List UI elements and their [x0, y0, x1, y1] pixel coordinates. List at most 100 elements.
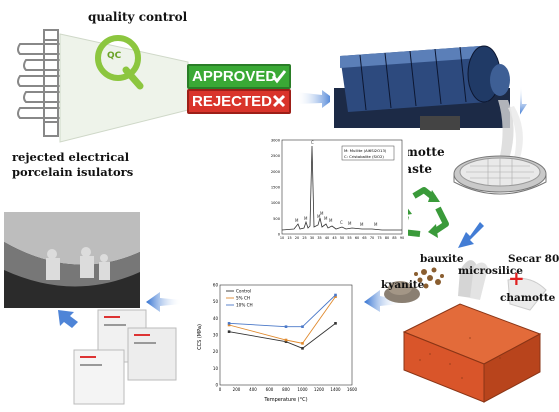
xrd-x-tick-label: 75 [377, 236, 381, 240]
ccs-data-point [334, 293, 337, 297]
furnace-workers-photo [4, 212, 140, 308]
xrd-legend [341, 145, 395, 161]
ccs-y-tick-label: 50 [213, 299, 219, 304]
ccs-legend-label: 5% CH [236, 296, 250, 301]
rejected-label: REJECTED [192, 93, 273, 110]
kyanite-label: kyanite [381, 279, 425, 291]
xrd-peak-label: C [311, 140, 314, 145]
ccs-x-tick-label: 1400 [330, 387, 341, 392]
ccs-data-point [301, 342, 304, 345]
xrd-y-tick-label: 0 [278, 233, 281, 237]
xrd-x-tick-label: 60 [355, 236, 359, 240]
product-bags-image [73, 309, 177, 405]
check-icon [271, 70, 287, 84]
ccs-data-point [301, 325, 304, 328]
arrow-from-brick [364, 290, 400, 312]
xrd-x-tick-label: 15 [287, 236, 291, 240]
ccs-data-point [301, 347, 304, 350]
bauxite-label: bauxite [420, 253, 464, 265]
ccs-xlabel: Temperature (°C) [263, 397, 307, 403]
xrd-peak-label: M [324, 216, 328, 221]
xrd-x-tick-label: 20 [295, 236, 299, 240]
ccs-data-point [227, 323, 231, 327]
qc-badge-icon [95, 35, 144, 90]
ccs-series [227, 293, 337, 350]
rejected-line-1: rejected electrical [12, 150, 130, 164]
plus-chamotte-label: chamotte [500, 292, 556, 304]
ccs-y-tick-label: 40 [213, 316, 219, 321]
approved-label: APPROVED [192, 68, 277, 85]
ccs-data-point [284, 325, 288, 328]
ccs-x-tick-label: 200 [233, 387, 241, 392]
xrd-peak-label: M [329, 218, 333, 223]
plus-sign: + [508, 266, 525, 290]
ccs-x-tick-label: 400 [249, 387, 257, 392]
xrd-x-tick-label: 25 [302, 236, 306, 240]
xrd-y-tick-label: 2000 [271, 170, 281, 174]
xrd-legend-cristobalite: C: Cristobalite (SiO2) [344, 154, 384, 159]
xrd-x-tick-label: 40 [325, 236, 329, 240]
xrd-y-tick-label: 2500 [271, 154, 281, 158]
xrd-x-tick-label: 90 [400, 236, 404, 240]
ccs-x-tick-label: 1600 [347, 387, 358, 392]
cross-icon [272, 94, 286, 108]
ccs-data-point [284, 340, 288, 343]
ccs-y-tick-label: 0 [215, 383, 218, 388]
arrow-to-mill [296, 90, 334, 108]
ccs-ylabel: CCS (MPa) [197, 324, 203, 350]
ccs-x-tick-label: 800 [282, 387, 290, 392]
rejected-banner: REJECTED [187, 89, 291, 114]
xrd-x-tick-label: 45 [332, 236, 336, 240]
ccs-data-point [334, 295, 337, 298]
microsilice-label: microsilice [458, 265, 523, 277]
ccs-series-line [229, 294, 336, 328]
xrd-x-tick-label: 30 [310, 236, 314, 240]
ball-mill-image [330, 28, 520, 140]
ccs-series-line [228, 296, 336, 344]
xrd-peak-label: M [348, 221, 352, 226]
secar-label: Secar 80 [508, 253, 559, 265]
ccs-legend-label: 10% CH [236, 303, 253, 308]
xrd-x-tick-label: 55 [347, 236, 351, 240]
ccs-y-tick-label: 60 [213, 283, 219, 288]
ccs-data-point [227, 330, 231, 333]
ccs-x-tick-label: 0 [219, 387, 222, 392]
qc-badge-text: QC [107, 51, 122, 61]
xrd-x-tick-label: 85 [392, 236, 396, 240]
bauxite-pile [414, 267, 444, 289]
ccs-plot-frame [219, 284, 353, 386]
xrd-peak-label: C [340, 220, 343, 225]
xrd-peak-label: M [317, 214, 321, 219]
bag [73, 349, 125, 405]
xrd-legend-mullite: M: Mullite (Al6Si2O13) [344, 148, 387, 153]
xrd-pattern-line [281, 145, 402, 231]
ccs-y-tick-label: 30 [213, 333, 219, 338]
xrd-peak-label: M [360, 222, 364, 227]
bag [127, 327, 177, 381]
kyanite-pile [384, 281, 420, 303]
xrd-y-tick-label: 3000 [271, 139, 281, 143]
arrow-to-application [58, 310, 78, 328]
sieve-image [453, 100, 547, 195]
ccs-y-tick-label: 20 [213, 349, 219, 354]
ccs-x-tick-label: 1000 [297, 387, 308, 392]
ccs-legend-label: Control [236, 289, 251, 294]
xrd-x-tick-label: 10 [280, 236, 284, 240]
xrd-x-tick-label: 35 [317, 236, 321, 240]
quality-control-label: quality control [88, 10, 188, 24]
xrd-y-tick-label: 500 [273, 217, 281, 221]
arrow-to-refractory [458, 222, 484, 248]
ccs-y-tick-label: 10 [213, 366, 219, 371]
ccs-x-tick-label: 600 [266, 387, 274, 392]
xrd-x-tick-label: 70 [370, 236, 374, 240]
xrd-peak-label: M [304, 216, 308, 221]
rejected-line-2: porcelain isulators [12, 165, 134, 179]
ccs-legend: Control 5% CH 10% CH [226, 289, 253, 308]
refractory-brick-image [402, 303, 542, 403]
